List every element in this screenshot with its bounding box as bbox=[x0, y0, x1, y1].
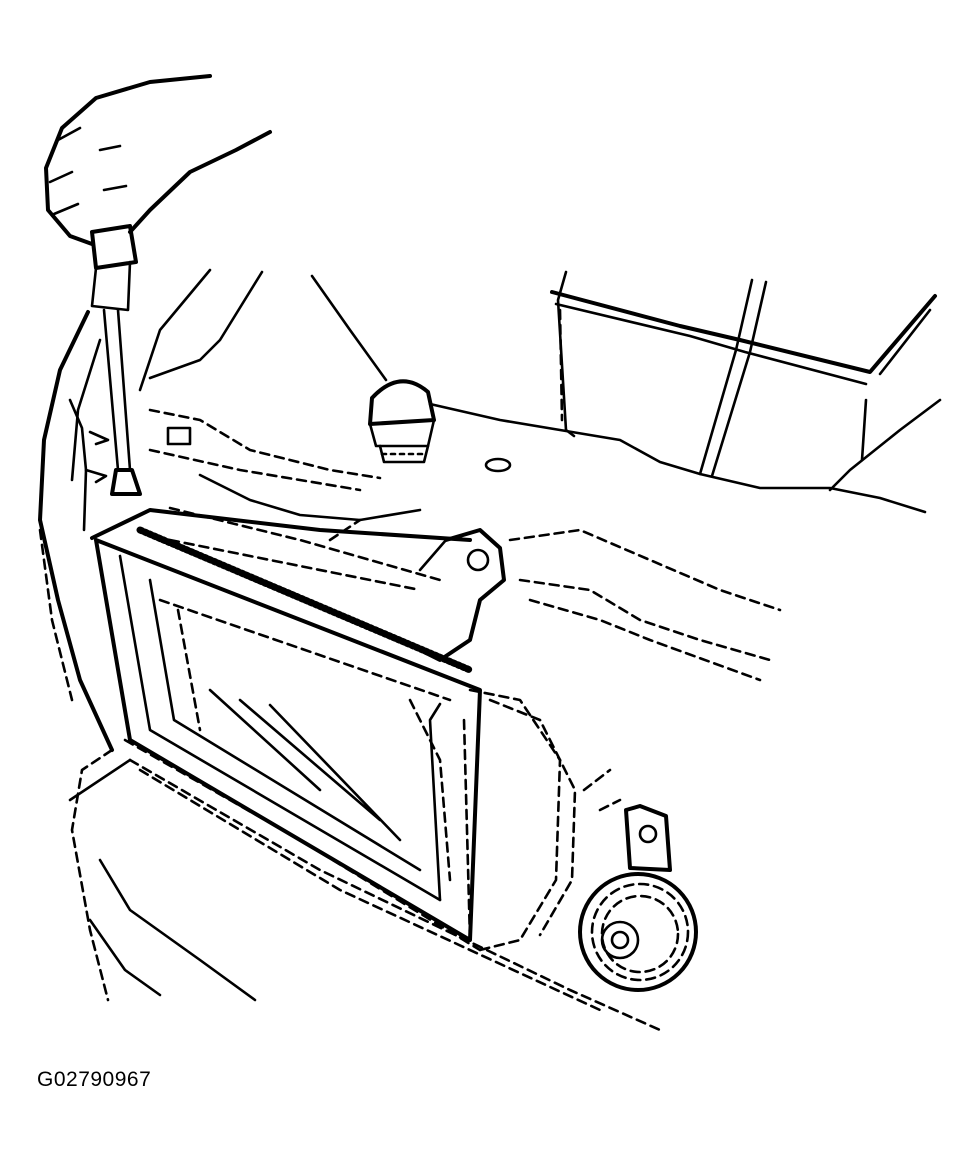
horn-icon bbox=[578, 768, 698, 992]
filler-cap-icon bbox=[310, 274, 436, 464]
headlamp-icon bbox=[68, 508, 662, 1032]
radiator-support bbox=[148, 402, 927, 682]
fender-outline bbox=[38, 268, 264, 1002]
figure-code: G02790967 bbox=[37, 1068, 152, 1091]
mounting-bracket bbox=[168, 473, 506, 662]
hand-icon bbox=[44, 74, 272, 246]
direction-arrows bbox=[68, 398, 110, 532]
hood-structure bbox=[550, 270, 942, 492]
screwdriver-icon bbox=[90, 224, 142, 496]
